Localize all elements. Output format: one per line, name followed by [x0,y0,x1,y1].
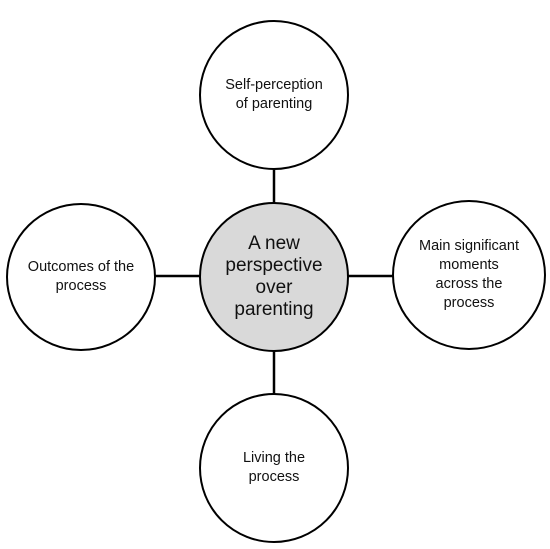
node-significant-moments-label: Main significant moments across the proc… [419,238,519,311]
node-self-perception-label: Self-perception of parenting [225,77,323,112]
node-self-perception: Self-perception of parenting [199,20,349,170]
node-outcomes-label: Outcomes of the process [27,259,135,294]
node-significant-moments: Main significant moments across the proc… [392,200,546,350]
node-outcomes: Outcomes of the process [6,203,156,351]
central-node: A new perspective over parenting [199,202,349,352]
node-living-the-process: Living the process [199,393,349,543]
node-living-the-process-label: Living the process [242,450,306,485]
central-node-label: A new perspective over parenting [225,233,323,320]
